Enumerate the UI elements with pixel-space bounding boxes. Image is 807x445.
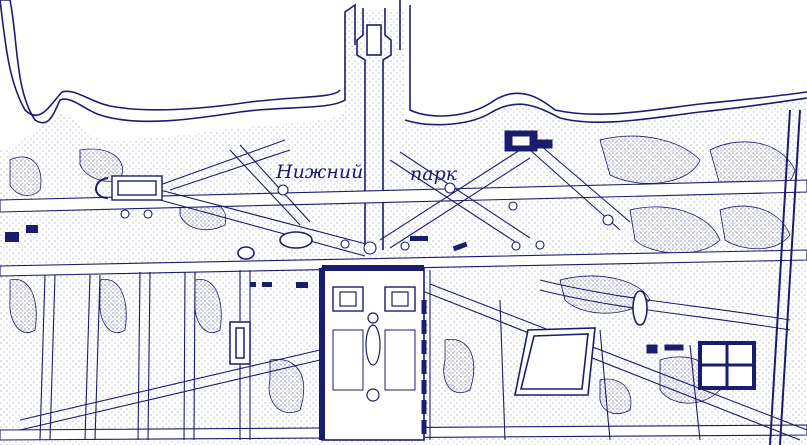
wooded-areas [9, 135, 796, 415]
grand-palace [319, 265, 427, 441]
shoreline [0, 0, 807, 126]
park-label-word1: Нижний [275, 161, 363, 183]
ponds [237, 231, 648, 326]
right-grid-block [646, 341, 756, 390]
left-buildings [5, 225, 468, 288]
diagonal-alleys [19, 139, 807, 441]
park-label-word2: парк [410, 163, 458, 185]
palace-top [504, 130, 553, 152]
left-pavilion [95, 175, 163, 201]
left-canal [229, 321, 251, 365]
lower-pond [514, 327, 596, 396]
sea-channel [356, 8, 392, 250]
right-border [769, 109, 801, 445]
land-area [0, 10, 807, 445]
rond-points [120, 182, 614, 255]
